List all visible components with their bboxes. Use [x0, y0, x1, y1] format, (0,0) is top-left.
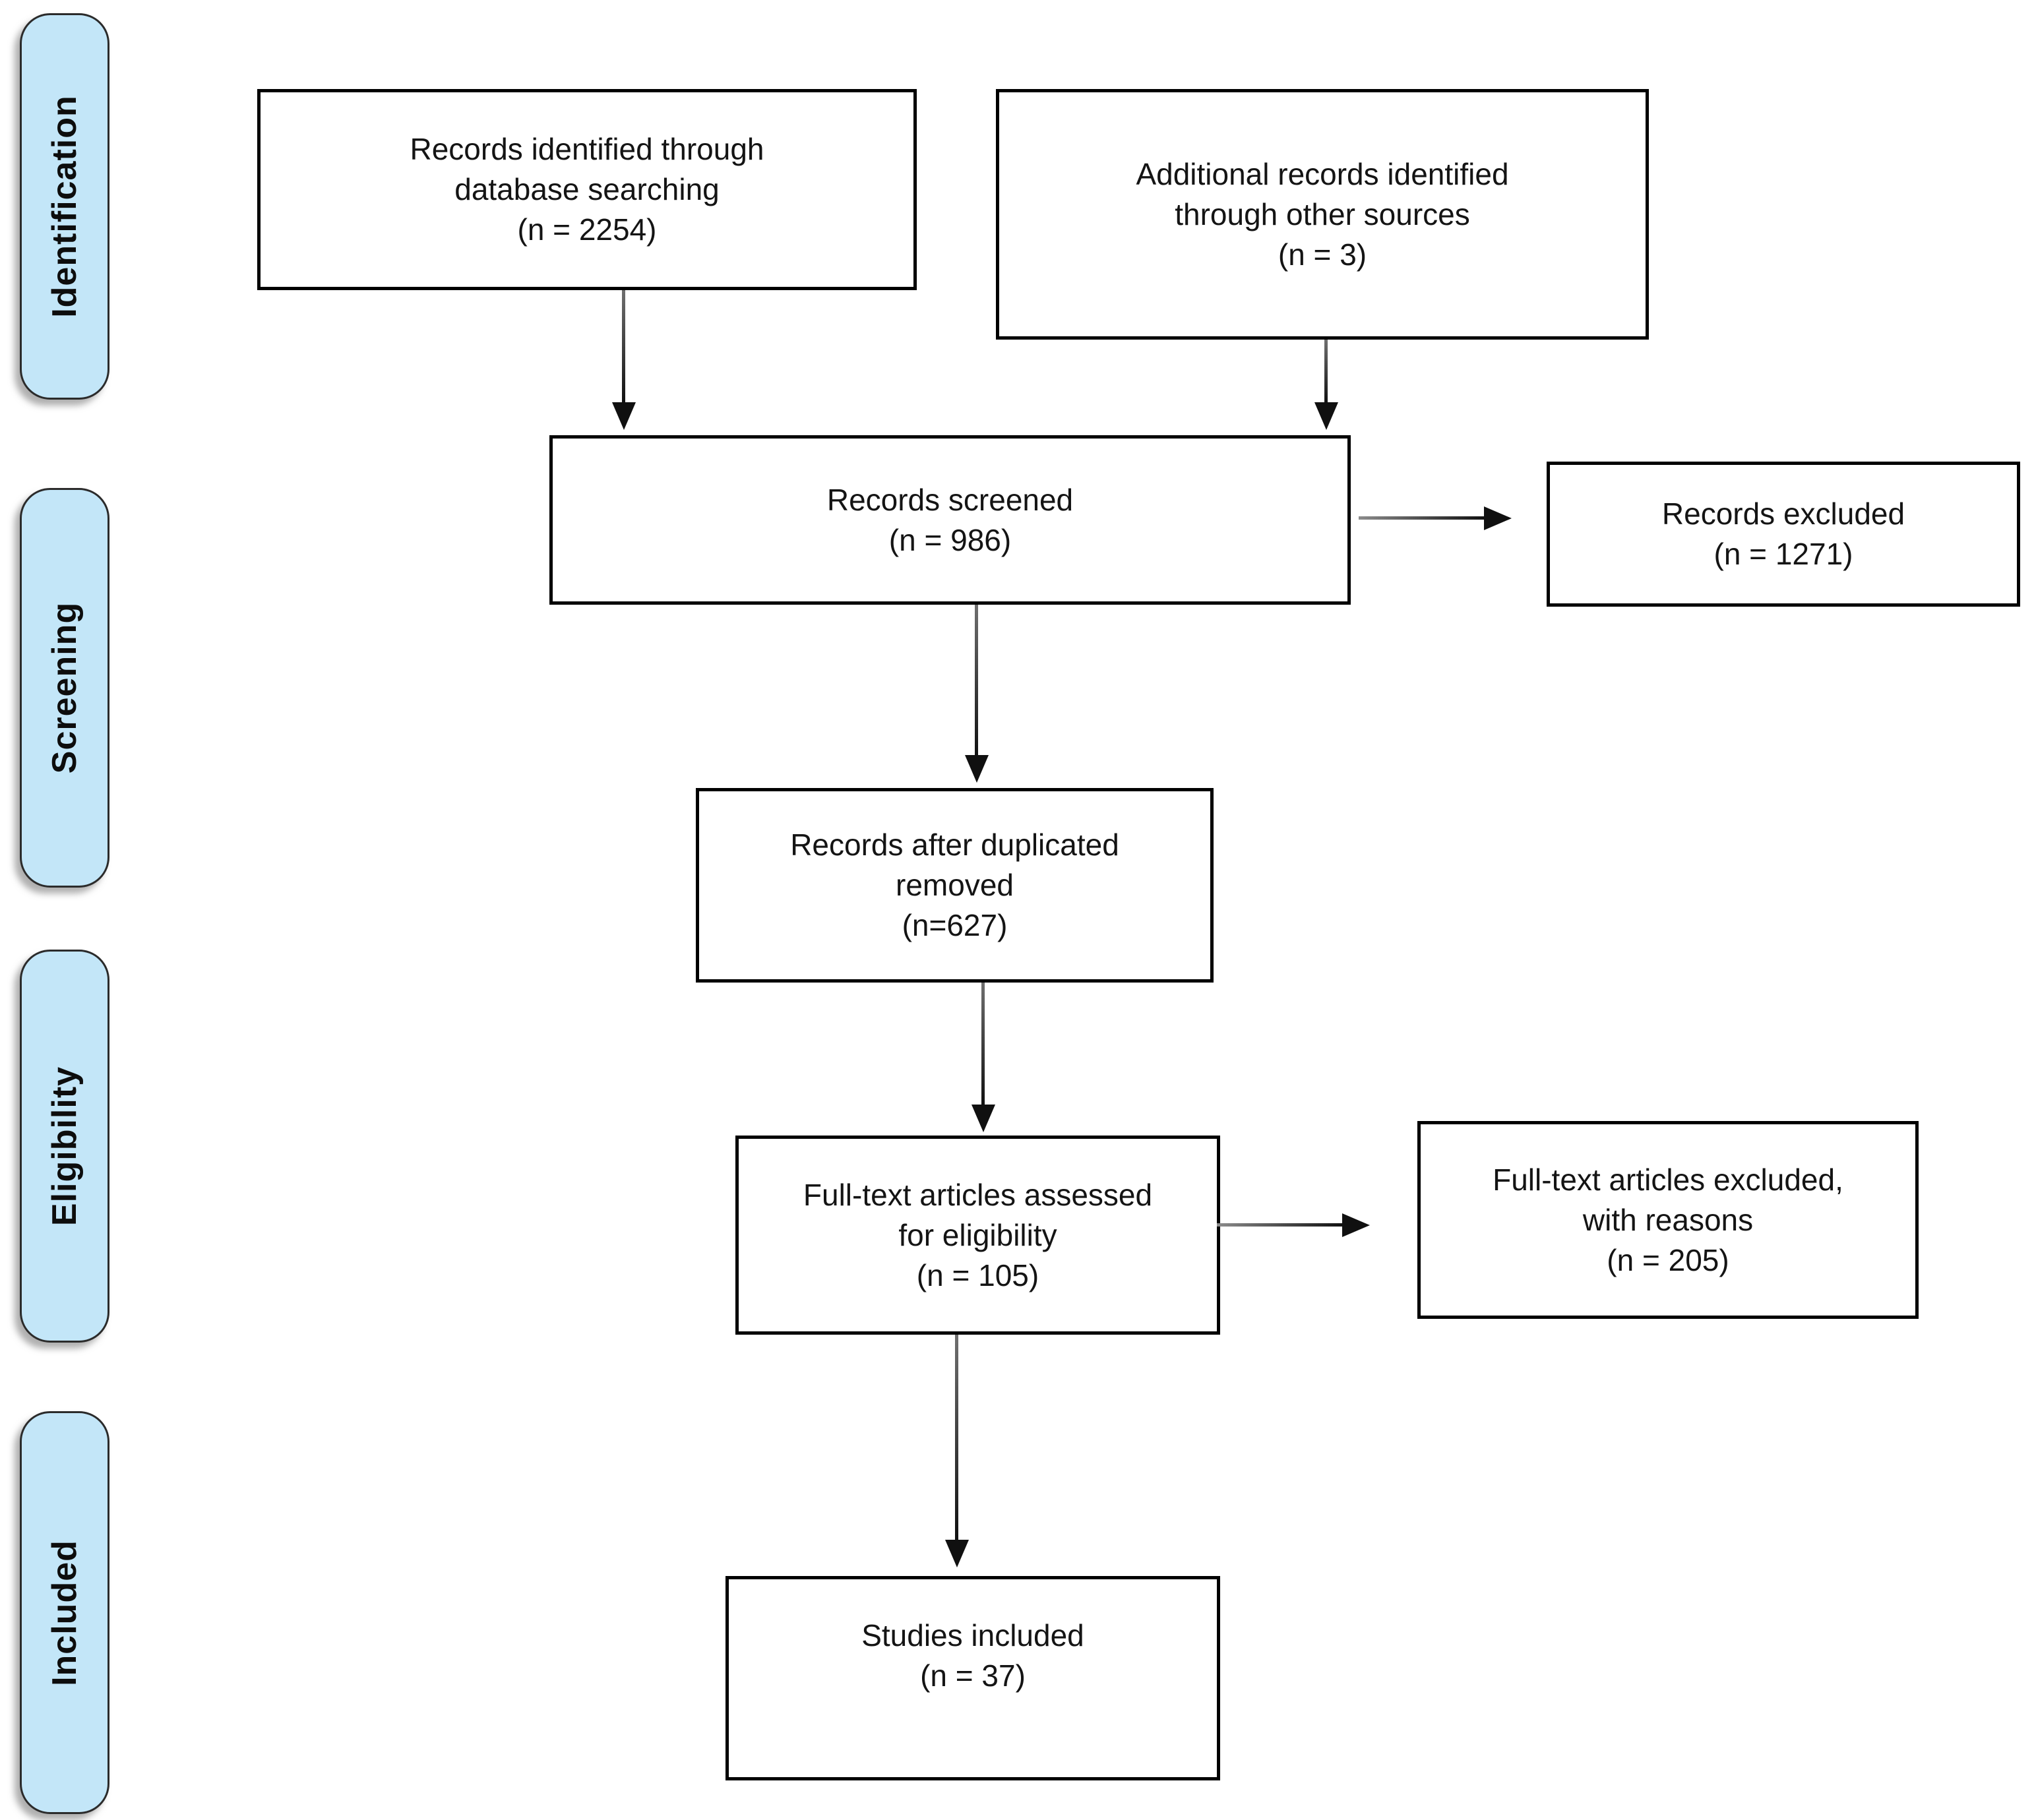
node-studies-included: Studies included (n = 37)	[725, 1576, 1220, 1780]
node-text: Records after duplicated removed (n=627)	[790, 828, 1119, 942]
node-text: Records screened (n = 986)	[826, 482, 1074, 557]
arrow-identified-to-screened-icon	[622, 290, 625, 404]
stage-included: Included	[20, 1411, 109, 1814]
node-fulltext-excluded: Full-text articles excluded, with reason…	[1417, 1121, 1919, 1319]
node-text: Studies included (n = 37)	[861, 1618, 1084, 1693]
stage-label-identification: Identification	[46, 95, 84, 318]
node-text: Records identified through database sear…	[410, 132, 764, 247]
node-text: Full-text articles assessed for eligibil…	[803, 1177, 1153, 1292]
stage-label-included: Included	[46, 1539, 84, 1686]
node-records-screened: Records screened (n = 986)	[549, 435, 1351, 605]
node-records-excluded: Records excluded (n = 1271)	[1547, 462, 2020, 607]
node-records-after-duplicates: Records after duplicated removed (n=627)	[696, 788, 1214, 983]
node-records-identified: Records identified through database sear…	[257, 89, 917, 290]
stage-label-screening: Screening	[46, 601, 84, 774]
arrow-fulltext-to-excluded-icon	[1217, 1223, 1343, 1227]
arrow-duplicates-to-fulltext-icon	[981, 983, 985, 1106]
node-text: Additional records identified through ot…	[1136, 156, 1509, 272]
arrow-screened-to-duplicates-icon	[975, 605, 978, 756]
node-fulltext-assessed: Full-text articles assessed for eligibil…	[735, 1136, 1220, 1335]
arrow-fulltext-to-included-icon	[955, 1335, 958, 1541]
arrow-additional-to-screened-icon	[1324, 340, 1328, 404]
arrow-screened-to-excluded-icon	[1359, 516, 1485, 520]
node-text: Full-text articles excluded, with reason…	[1493, 1162, 1843, 1277]
node-additional-records: Additional records identified through ot…	[996, 89, 1649, 340]
stage-label-eligibility: Eligibility	[46, 1066, 84, 1227]
stage-identification: Identification	[20, 13, 109, 400]
stage-eligibility: Eligibility	[20, 950, 109, 1343]
node-text: Records excluded (n = 1271)	[1661, 497, 1905, 571]
stage-screening: Screening	[20, 488, 109, 888]
